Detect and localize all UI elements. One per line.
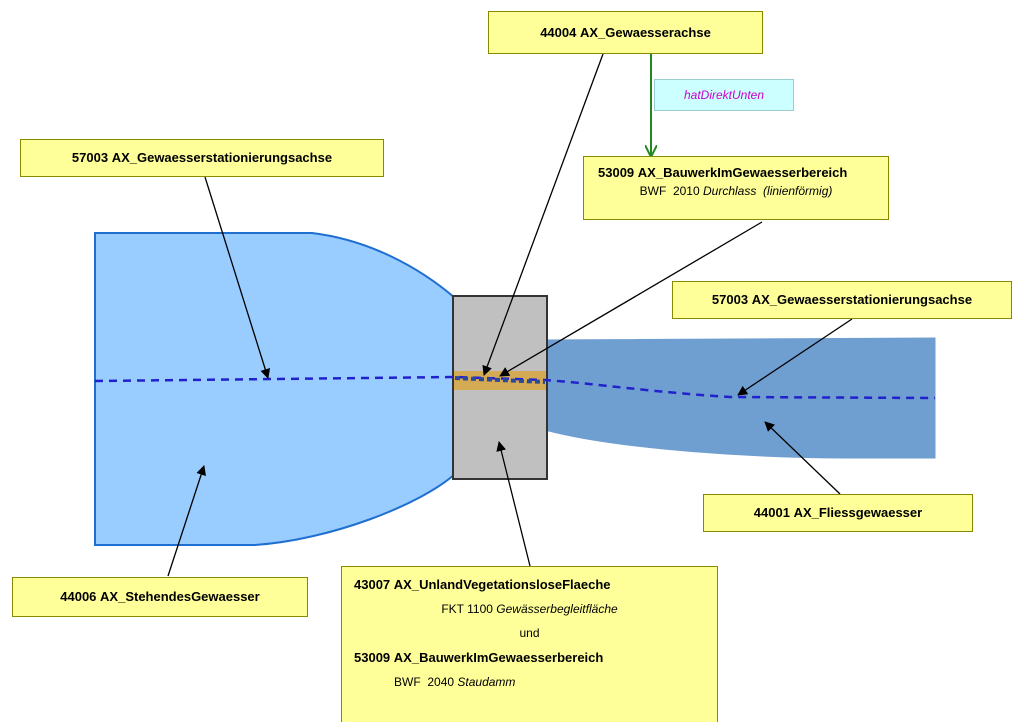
label-value-text: Durchlass (703, 184, 757, 198)
label-code-2: 53009 (354, 650, 391, 665)
label-stehendesgewaesser: 44006 AX_StehendesGewaesser (12, 577, 308, 617)
relation-label-hatdirektunten: hatDirektUnten (654, 79, 794, 111)
label-stationierungsachse-left: 57003 AX_Gewaesserstationierungsachse (20, 139, 384, 177)
label-code: 44006 (60, 589, 97, 604)
label-stationierungsachse-right: 57003 AX_Gewaesserstationierungsachse (672, 281, 1012, 319)
pointer-stat-left (204, 176, 271, 379)
label-name-2: AX_BauwerkImGewaesserbereich (393, 650, 604, 665)
water-axis-line (94, 375, 936, 400)
label-code: 44004 (540, 25, 577, 40)
label-name: AX_Gewaesserstationierungsachse (111, 150, 333, 165)
standing-water-area (94, 232, 456, 546)
label-value-1: 1100 (467, 602, 493, 616)
label-value: 2010 (672, 184, 700, 198)
label-name: AX_Fliessgewaesser (793, 505, 923, 520)
label-name: AX_BauwerkImGewaesserbereich (637, 165, 848, 180)
label-attribute: BWF (639, 184, 667, 198)
label-fliessgewaesser: 44001 AX_Fliessgewaesser (703, 494, 973, 532)
label-connector: und (519, 626, 540, 640)
label-code: 57003 (711, 292, 749, 307)
label-value-2: 2040 (427, 675, 455, 689)
pointer-standing (167, 465, 206, 577)
pointer-axis-top (482, 53, 604, 376)
label-gewaesserachse: 44004 AX_Gewaesserachse (488, 11, 763, 54)
label-attribute-1: FKT (441, 602, 464, 616)
label-name: AX_StehendesGewaesser (100, 589, 260, 604)
label-code: 53009 (598, 165, 635, 180)
pointer-culvert (499, 221, 763, 377)
label-value-text-2: Staudamm (457, 675, 516, 689)
label-staudamm: 43007 AX_UnlandVegetationsloseFlaeche FK… (341, 566, 718, 722)
label-name-1: AX_UnlandVegetationsloseFlaeche (393, 577, 611, 592)
label-code: 57003 (71, 150, 109, 165)
label-value-text-1: Gewässerbegleitfläche (496, 602, 618, 616)
label-extra: (linienförmig) (763, 184, 833, 198)
label-bauwerk-durchlass: 53009 AX_BauwerkImGewaesserbereich BWF 2… (583, 156, 889, 220)
label-code-1: 43007 (354, 577, 391, 592)
label-name: AX_Gewaesserachse (579, 25, 711, 40)
label-code: 44001 (753, 505, 790, 520)
pointer-dam (496, 441, 531, 567)
label-attribute-2: BWF (394, 675, 421, 689)
relation-text: hatDirektUnten (683, 88, 765, 102)
label-name: AX_Gewaesserstationierungsachse (751, 292, 973, 307)
pointer-flowing (764, 421, 841, 495)
culvert-band (454, 371, 546, 390)
culvert-axis-line (454, 376, 546, 384)
pointer-stat-right (737, 318, 853, 396)
